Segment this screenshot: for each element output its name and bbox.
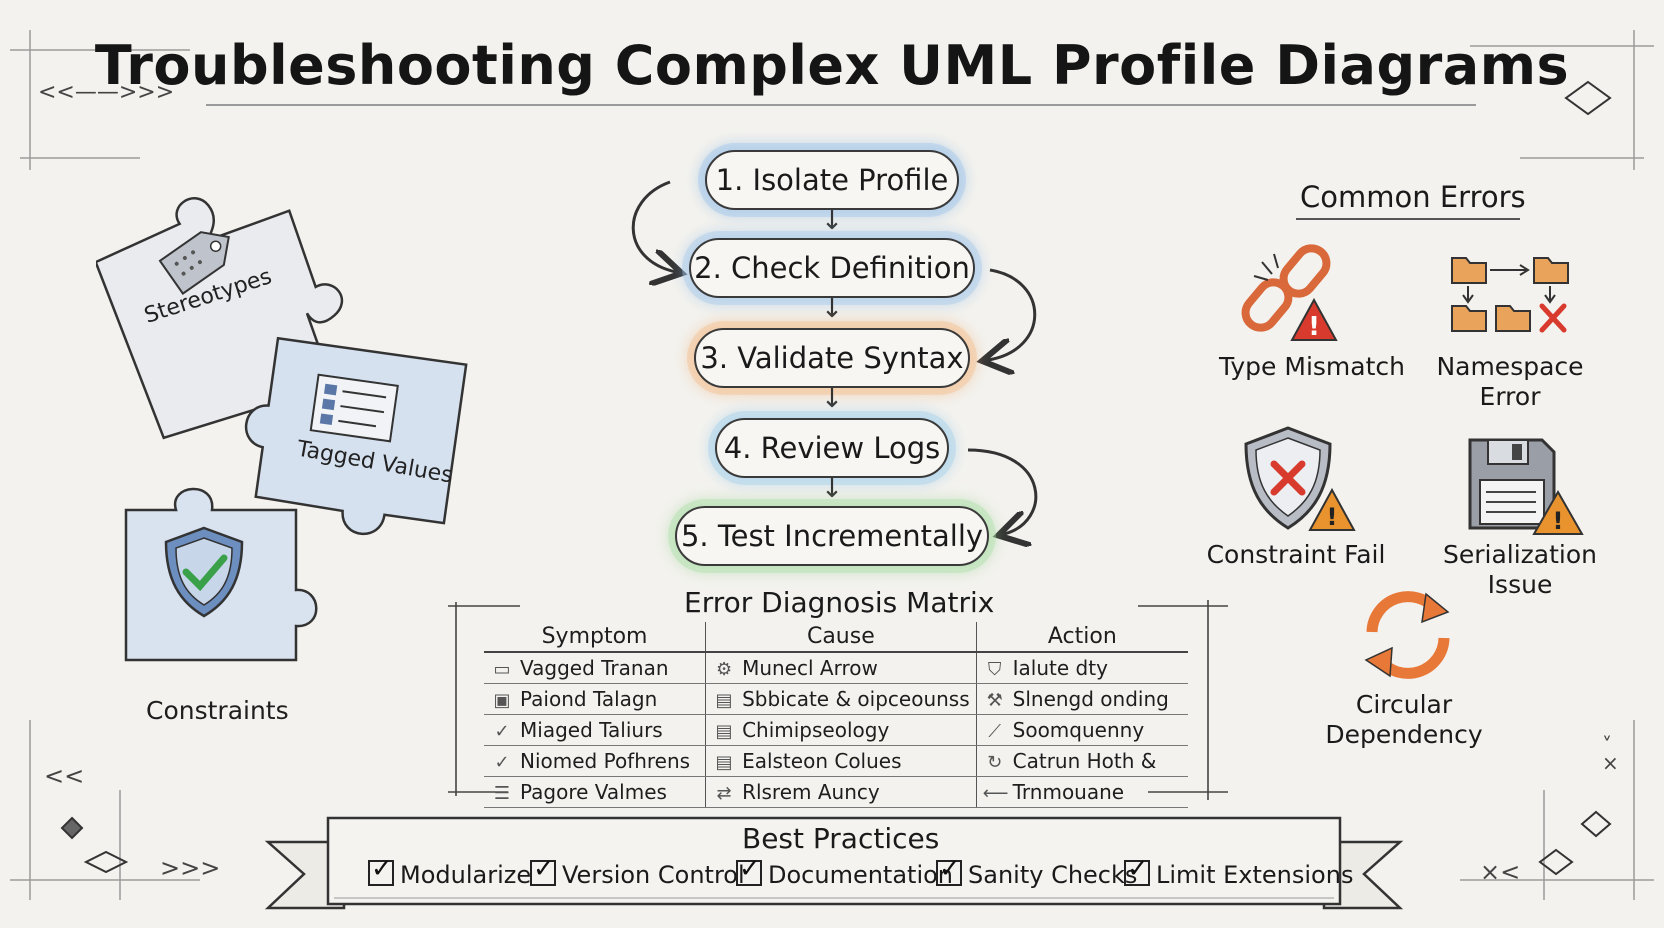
error-serialization: Serialization Issue (1442, 540, 1598, 599)
practice-label: Modularize (400, 861, 532, 889)
svg-text:!: ! (1308, 312, 1320, 342)
cause-cell: Chimipseology (742, 718, 890, 742)
header-cause: Cause (705, 622, 977, 653)
error-diagnosis-table: Symptom Cause Action ▭ Vagged Tranan ⚙ Mun… (484, 622, 1188, 808)
arrow-left-icon: ⟵ (982, 783, 1009, 804)
step-check-definition: 2. Check Definition (689, 238, 975, 298)
checkbox-icon (530, 854, 556, 886)
floppy-icon: ▤ (715, 690, 733, 711)
cause-cell: Rlsrem Auncy (742, 780, 880, 804)
cause-cell: Munecl Arrow (742, 656, 878, 680)
table-row: ✓ Niomed Pofhrens ▤ Ealsteon Colues ↻ Catru… (484, 745, 1188, 777)
list-icon (309, 373, 399, 443)
wrench-icon: ⚒ (986, 690, 1003, 711)
cycle-icon: ↻ (987, 752, 1003, 773)
cause-cell: Sbbicate & oipceounss (742, 687, 970, 711)
matrix-title: Error Diagnosis Matrix (684, 586, 995, 619)
best-practices-banner (264, 816, 1404, 910)
document-icon: ▣ (493, 690, 511, 711)
error-namespace: Namespace Error (1436, 352, 1584, 411)
symptom-cell: Niomed Pofhrens (520, 749, 691, 773)
symptom-cell: Paiond Talagn (520, 687, 658, 711)
floppy-icon: ▤ (715, 721, 733, 742)
symptom-cell: Pagore Valmes (520, 780, 667, 804)
card-icon: ▭ (493, 659, 511, 680)
action-cell: Catrun Hoth & (1012, 749, 1157, 773)
action-cell: Ialute dty (1012, 656, 1108, 680)
shield-x-icon: ! (1244, 426, 1356, 531)
shield-icon: ⛉ (987, 659, 1002, 680)
arrows-icon: ⇄ (716, 783, 732, 804)
table-row: ✓ Miaged Taliurs ▤ Chimipseology ⟋ Soomquen… (484, 714, 1188, 746)
arrow-down-icon: ↓ (821, 474, 843, 504)
practice-label: Version Control (562, 861, 745, 889)
broken-chain-icon: ! (1241, 244, 1338, 342)
table-row: ☰ Pagore Valmes ⇄ Rlsrem Auncy ⟵Trnmouane (484, 776, 1188, 808)
header-symptom: Symptom (484, 622, 706, 653)
svg-text:!: ! (1553, 507, 1564, 535)
puzzle-pieces (96, 197, 468, 662)
error-type-mismatch: Type Mismatch (1219, 352, 1405, 381)
symptom-cell: Vagged Tranan (520, 656, 669, 680)
checkbox-icon (936, 854, 962, 886)
practice-modularize: Modularize (368, 854, 532, 889)
symptom-cell: Miaged Taliurs (520, 718, 663, 742)
shield-check-icon: ✓ (494, 721, 510, 742)
header-action: Action (975, 622, 1188, 653)
chevron-left-ornament: << (44, 762, 85, 790)
chevron-right-ornament: >>> (160, 854, 221, 882)
action-cell: Slnengd onding (1012, 687, 1169, 711)
diamond-ornaments (60, 80, 1612, 876)
best-practices-title: Best Practices (742, 822, 940, 855)
flow-connectors (631, 180, 1038, 600)
gear-icon: ⚙ (715, 659, 733, 680)
cause-cell: Ealsteon Colues (742, 749, 902, 773)
tag-icon (158, 231, 230, 295)
practice-label: Limit Extensions (1156, 861, 1354, 889)
shield-check-icon (164, 526, 244, 618)
x-ornament: ×< (1480, 858, 1521, 886)
step-isolate-profile: 1. Isolate Profile (705, 150, 959, 210)
arrow-down-icon: ↓ (821, 206, 843, 236)
floppy-icon: ▤ (715, 752, 733, 773)
page-title: Troubleshooting Complex UML Profile Diag… (94, 34, 1570, 97)
practice-sanity-checks: Sanity Checks (936, 854, 1138, 889)
action-cell: Soomquenny (1012, 718, 1145, 742)
constraints-label: Constraints (146, 696, 289, 725)
practice-label: Sanity Checks (968, 861, 1138, 889)
checkbox-icon (1124, 854, 1150, 886)
link-icon: ⟋ (988, 721, 1001, 742)
error-constraint-fail: Constraint Fail (1206, 540, 1386, 569)
title-underline (206, 104, 1476, 106)
shield-check-icon: ✓ (494, 752, 510, 773)
arrow-down-icon: ↓ (821, 294, 843, 324)
checkbox-icon (368, 854, 394, 886)
step-validate-syntax: 3. Validate Syntax (694, 328, 970, 388)
arrow-down-icon: ↓ (821, 384, 843, 414)
table-row: ▣ Paiond Talagn ▤ Sbbicate & oipceounss ⚒ S… (484, 683, 1188, 715)
practice-label: Documentation (768, 861, 954, 889)
common-errors-underline (1296, 218, 1520, 220)
svg-text:!: ! (1327, 503, 1338, 531)
left-arrow-ornament: <<——>>> (38, 80, 175, 105)
floppy-warning-icon: ! (1468, 438, 1584, 535)
folder-tree-icon (1451, 257, 1569, 333)
step-test-incrementally: 5. Test Incrementally (675, 506, 989, 566)
practice-limit-extensions: Limit Extensions (1124, 854, 1354, 889)
stack-icon: ☰ (493, 783, 511, 804)
step-review-logs: 4. Review Logs (715, 418, 949, 478)
action-cell: Trnmouane (1012, 780, 1125, 804)
common-errors-title: Common Errors (1300, 180, 1526, 214)
error-circular-dependency: Circular Dependency (1325, 690, 1483, 749)
cycle-arrows-icon (1364, 591, 1450, 679)
practice-documentation: Documentation (736, 854, 954, 889)
practice-version-control: Version Control (530, 854, 745, 889)
checkbox-icon (736, 854, 762, 886)
table-row: ▭ Vagged Tranan ⚙ Munecl Arrow ⛉ Ialute dty (484, 652, 1188, 684)
right-ornament: ˅ × (1602, 733, 1619, 775)
